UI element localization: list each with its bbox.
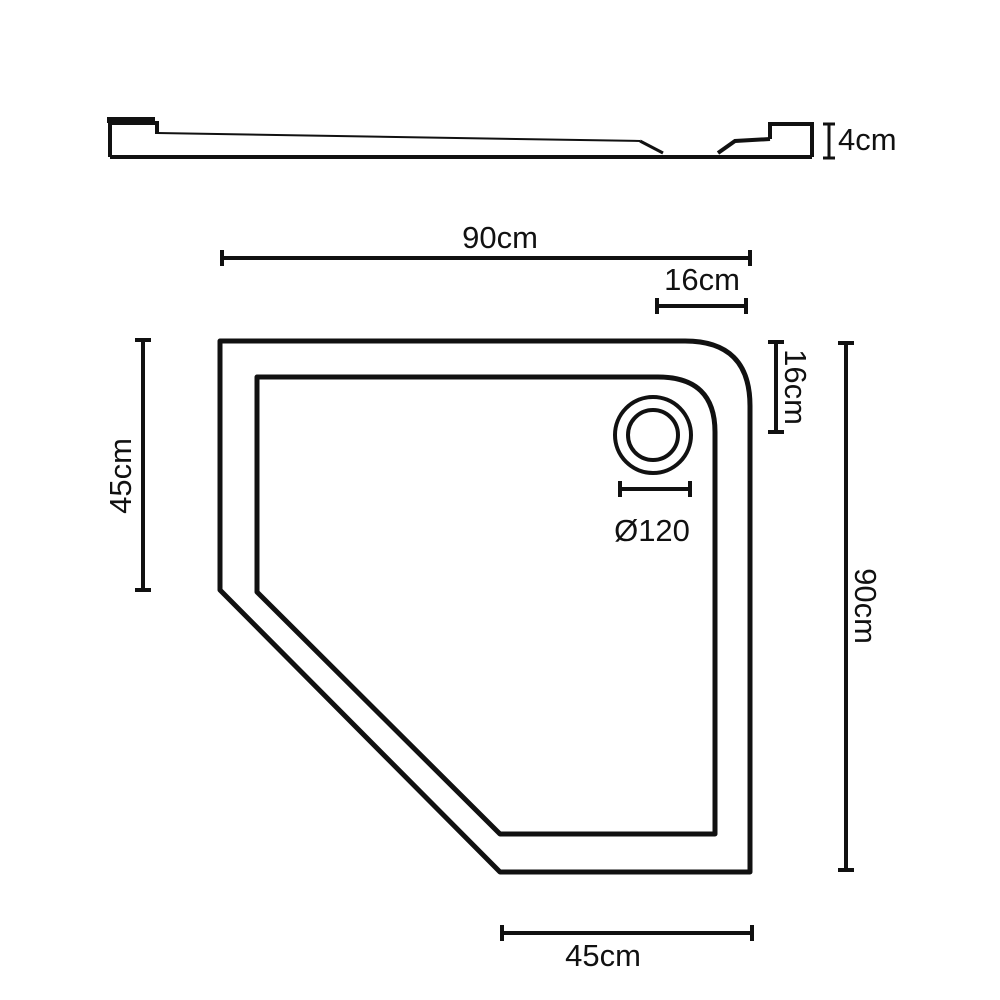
tray-outer-outline — [217, 338, 753, 875]
drain-offset-horizontal-label: 16cm — [664, 262, 740, 297]
drain-offset-vertical-dimension: 16cm — [768, 340, 813, 434]
left-side-label: 45cm — [103, 438, 138, 514]
profile-left-slope — [156, 132, 641, 142]
profile-right-wall — [768, 122, 814, 157]
top-width-dimension: 90cm — [220, 220, 752, 266]
profile-left-wall — [108, 121, 159, 157]
drain-offset-horizontal-dimension: 16cm — [655, 262, 748, 314]
drain-inner-ring — [626, 408, 680, 462]
bottom-side-label: 45cm — [565, 938, 641, 973]
profile-left-rim — [107, 117, 155, 123]
drain-diameter-label: Ø120 — [614, 513, 690, 548]
right-side-dimension: 90cm — [838, 341, 883, 872]
drain-diameter-dimension: Ø120 — [614, 481, 692, 548]
top-width-label: 90cm — [462, 220, 538, 255]
drain-offset-vertical-label: 16cm — [778, 349, 813, 425]
height-label: 4cm — [838, 122, 897, 157]
profile-right-drain-lip — [716, 137, 771, 155]
right-side-label: 90cm — [848, 568, 883, 644]
drain-outer-ring — [613, 395, 693, 475]
profile-view: 4cm — [107, 117, 897, 160]
left-side-dimension: 45cm — [103, 338, 151, 592]
profile-left-drain-lip — [639, 139, 664, 155]
plan-view: 90cm 16cm 45cm 16cm 90cm — [103, 220, 883, 973]
tray-inner-basin — [254, 374, 718, 837]
height-dimension: 4cm — [823, 122, 897, 160]
bottom-side-dimension: 45cm — [500, 925, 754, 973]
drain — [613, 395, 693, 475]
